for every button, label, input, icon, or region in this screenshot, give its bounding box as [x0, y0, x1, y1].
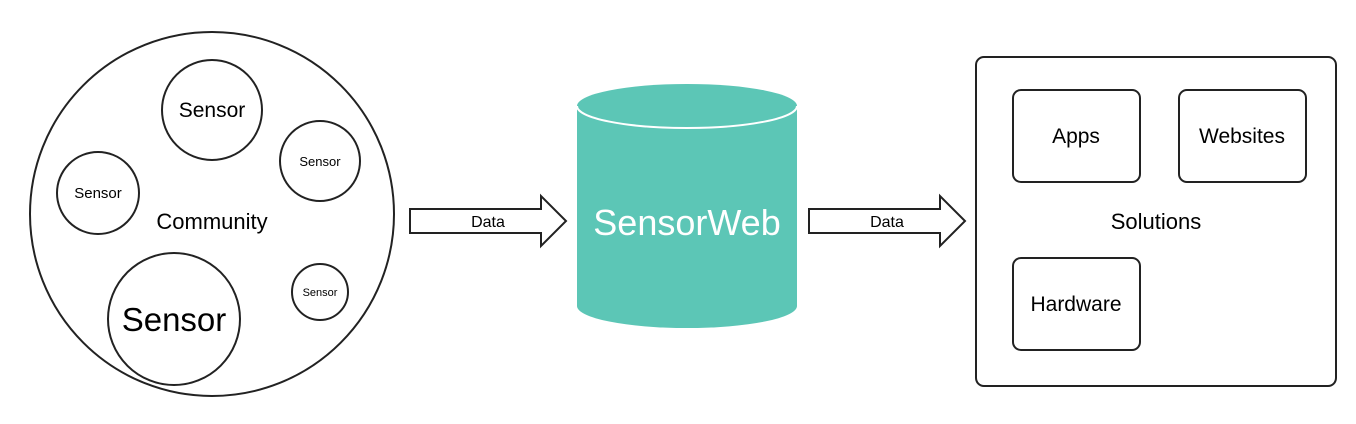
community-label: Community: [156, 209, 267, 234]
community-group: Community Sensor Sensor Sensor Sensor Se…: [29, 31, 395, 397]
sensor-node-large: [107, 252, 241, 386]
hardware-box: [1012, 257, 1141, 351]
sensor-label-small: Sensor: [303, 287, 338, 299]
arrow-shape-1: [409, 193, 568, 249]
sensor-label-top: Sensor: [179, 99, 246, 122]
database-label: SensorWeb: [593, 202, 780, 243]
arrow-label-1: Data: [471, 214, 505, 231]
websites-label: Websites: [1199, 125, 1285, 148]
apps-box: [1012, 89, 1141, 183]
sensor-node-left: [56, 151, 140, 235]
arrow-label-2: Data: [870, 214, 904, 231]
data-arrow-1: Data: [409, 193, 568, 249]
cylinder-rim: [576, 105, 798, 129]
sensor-label-large: Sensor: [122, 301, 227, 338]
cylinder-top: [577, 84, 797, 128]
sensor-label-right: Sensor: [299, 154, 341, 169]
sensorweb-database: SensorWeb: [576, 84, 798, 328]
solutions-group: Solutions Apps Websites Hardware: [975, 56, 1337, 387]
data-arrow-2: Data: [808, 193, 967, 249]
apps-label: Apps: [1052, 125, 1100, 148]
sensor-node-small: [291, 263, 349, 321]
sensor-node-right: [279, 120, 361, 202]
solutions-label: Solutions: [1111, 209, 1202, 234]
arrow-shape-2: [808, 193, 967, 249]
hardware-label: Hardware: [1030, 293, 1121, 316]
cylinder-body: [577, 106, 797, 328]
sensor-label-left: Sensor: [74, 185, 122, 202]
sensor-node-top: [161, 59, 263, 161]
websites-box: [1178, 89, 1307, 183]
